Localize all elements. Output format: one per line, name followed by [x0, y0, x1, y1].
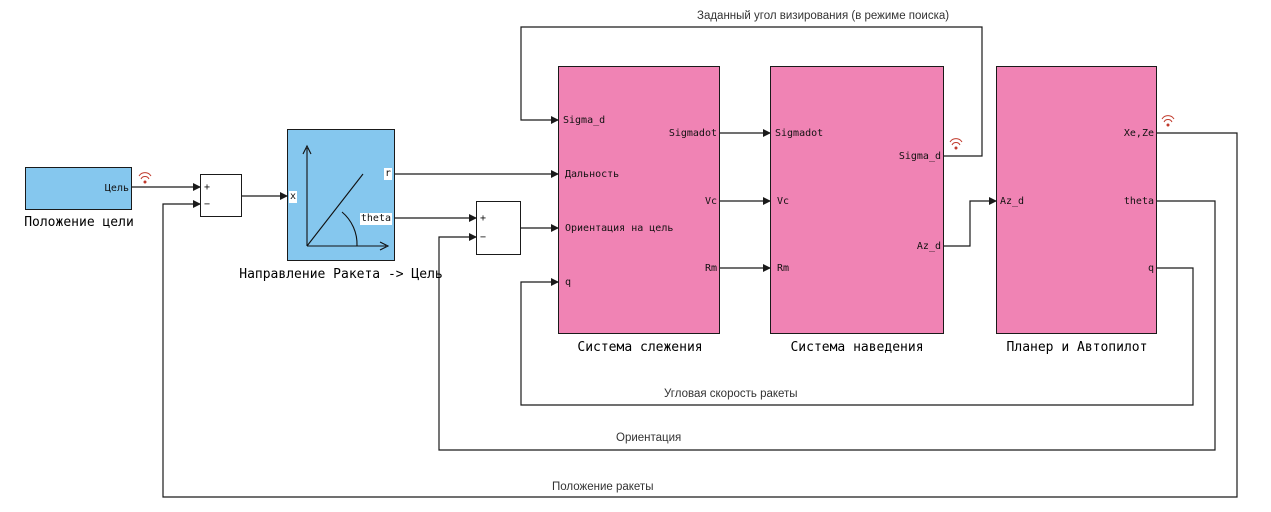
target-position-block[interactable]: Цель [25, 167, 132, 210]
sum2-plus-sign: + [480, 213, 487, 224]
wire-orientation [438, 200, 1216, 451]
signal-label-angular-rate: Угловая скорость ракеты [664, 388, 798, 400]
sum1-plus-sign: + [204, 182, 211, 193]
port-guidance-out-az-d: Az_d [916, 241, 941, 252]
autopilot-label: Планер и Автопилот [1006, 340, 1148, 355]
port-tracking-out-rm: Rm [704, 263, 717, 274]
port-tracking-in-q: q [565, 277, 572, 288]
sum-block-1[interactable]: + − [200, 174, 242, 217]
sum2-minus-sign: − [480, 232, 487, 243]
port-tracking-out-sigmadot: Sigmadot [668, 128, 717, 139]
port-direction-in-x: x [289, 191, 298, 203]
tracking-system-block[interactable]: Sigma_d Дальность Ориентация на цель q S… [558, 66, 720, 334]
port-autopilot-out-q: q [1147, 263, 1154, 274]
direction-label: Направление Ракета -> Цель [239, 267, 443, 282]
signal-label-sigma-d-feedback: Заданный угол визирования (в режиме поис… [697, 10, 950, 22]
port-direction-out-r: r [383, 168, 392, 180]
direction-block[interactable]: x r theta [287, 129, 395, 261]
guidance-system-label: Система наведения [790, 340, 924, 355]
target-position-label: Положение цели [24, 215, 134, 230]
port-guidance-in-rm: Rm [777, 263, 790, 274]
port-tracking-in-orientation: Ориентация на цель [565, 223, 674, 234]
wire-az-d [944, 197, 997, 247]
signal-log-icon [138, 172, 152, 184]
port-autopilot-out-xeze: Xe,Ze [1123, 128, 1154, 139]
port-autopilot-in-az-d: Az_d [1000, 196, 1025, 207]
signal-log-icon [949, 138, 963, 150]
signal-label-orientation: Ориентация [616, 432, 682, 444]
wire-angular-rate [520, 267, 1194, 406]
port-tracking-in-range: Дальность [565, 169, 620, 180]
signal-log-icon [1161, 115, 1175, 127]
guidance-system-block[interactable]: Sigmadot Vc Rm Sigma_d Az_d [770, 66, 944, 334]
wire-sigma-d-feedback [520, 26, 983, 157]
port-tracking-in-sigma-d: Sigma_d [563, 115, 606, 126]
port-target-out: Цель [104, 183, 129, 194]
sum-block-2[interactable]: + − [476, 201, 521, 255]
port-autopilot-out-theta: theta [1123, 196, 1154, 207]
angle-plot-icon [302, 144, 390, 251]
port-tracking-out-vc: Vc [704, 196, 717, 207]
autopilot-block[interactable]: Az_d Xe,Ze theta q [996, 66, 1157, 334]
port-guidance-in-sigmadot: Sigmadot [775, 128, 824, 139]
port-direction-out-theta: theta [359, 213, 392, 225]
wire-missile-position [162, 132, 1238, 498]
tracking-system-label: Система слежения [577, 340, 703, 355]
sum1-minus-sign: − [204, 199, 211, 210]
signal-label-missile-position: Положение ракеты [552, 481, 654, 493]
port-guidance-out-sigma-d: Sigma_d [898, 151, 941, 162]
port-guidance-in-vc: Vc [777, 196, 790, 207]
